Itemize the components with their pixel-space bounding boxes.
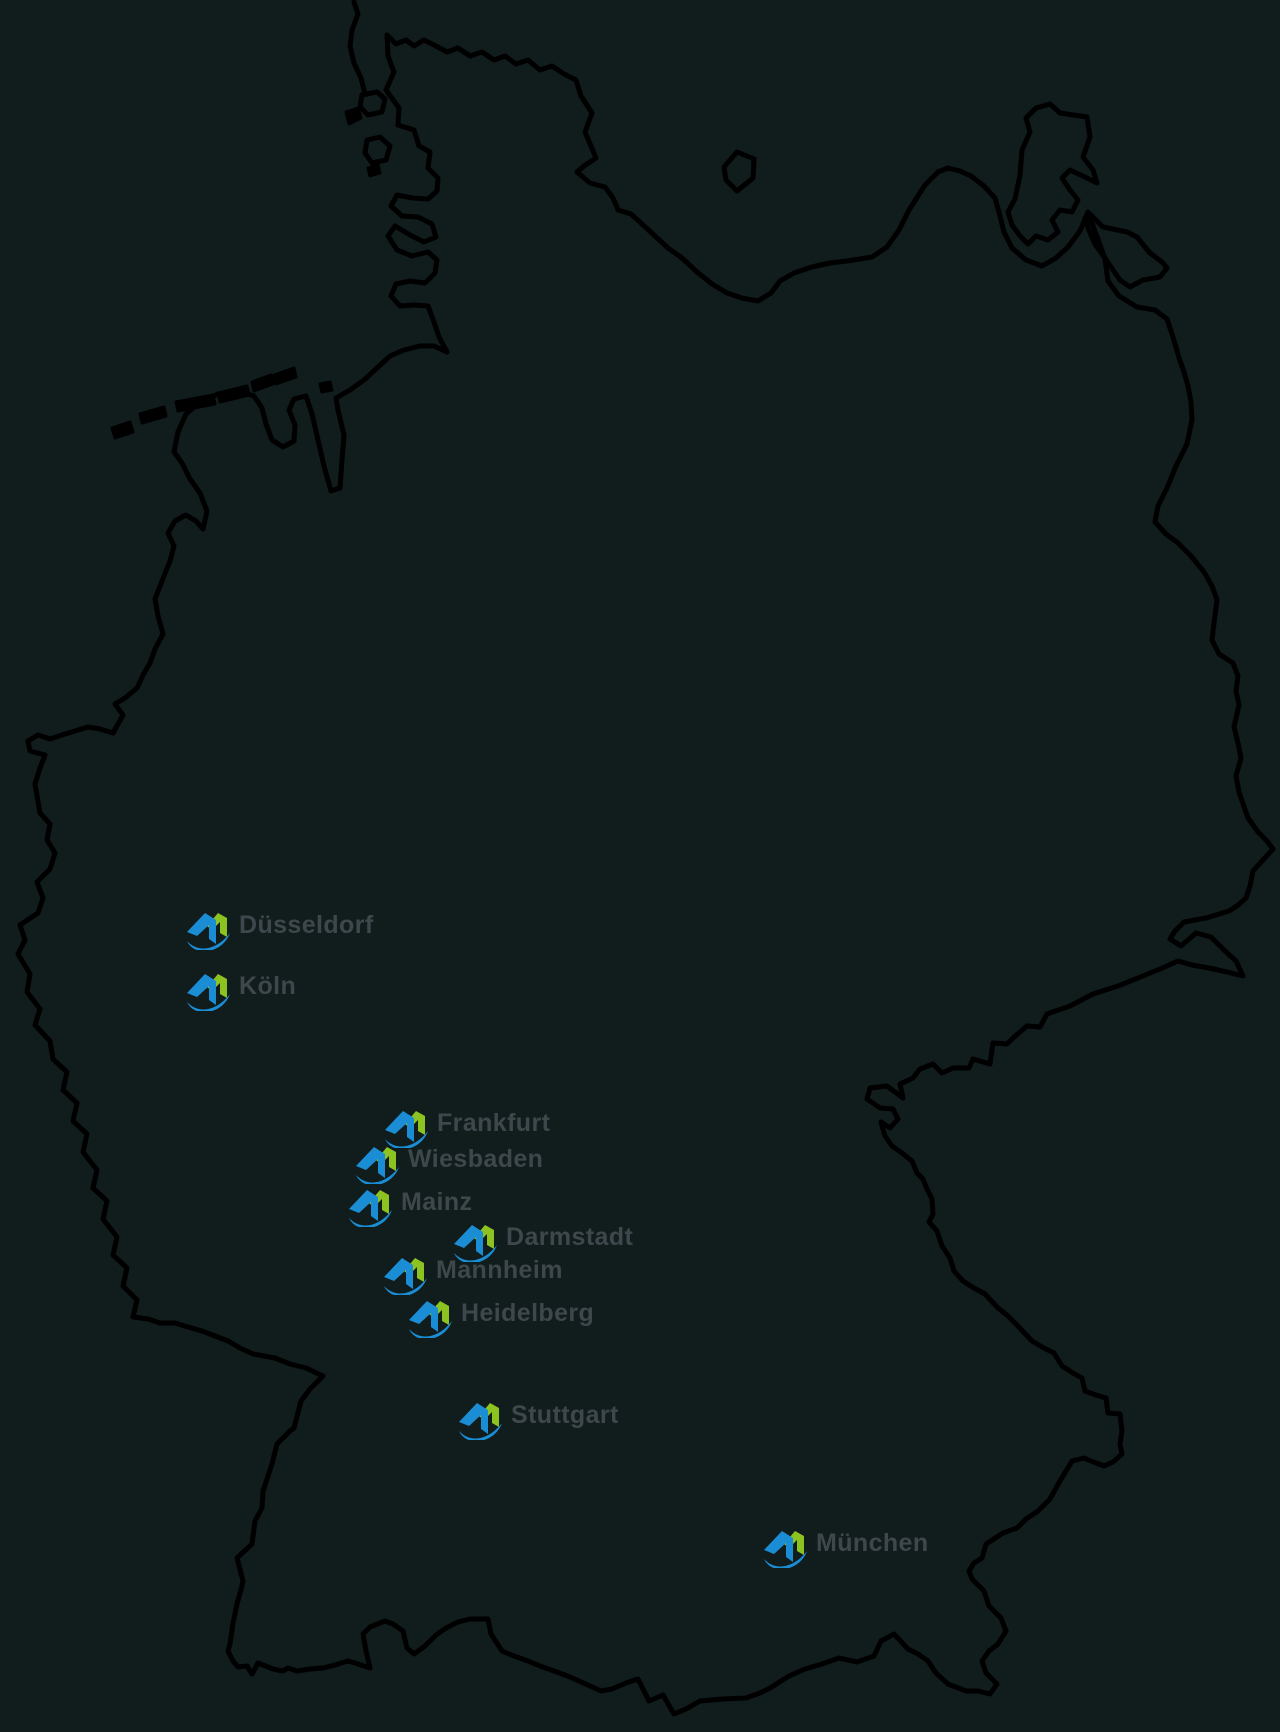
city-marker-label: Frankfurt [437, 1108, 551, 1137]
city-marker-stuttgart[interactable]: Stuttgart [457, 1396, 619, 1440]
logo-green-roof-shape [405, 1111, 425, 1135]
map-border-path [362, 134, 393, 166]
city-marker-munchen[interactable]: München [762, 1524, 929, 1568]
logo-green-roof-shape [207, 974, 227, 998]
map-border-path [138, 405, 168, 425]
map-border-path [1082, 211, 1170, 290]
company-logo-icon [347, 1183, 393, 1227]
map-border-path [216, 384, 251, 404]
map-border-path [347, 0, 368, 97]
logo-swoosh-shape [187, 994, 230, 1011]
company-logo-icon [407, 1294, 453, 1338]
logo-green-roof-shape [474, 1225, 494, 1249]
logo-blue-roof-shape [454, 1225, 483, 1256]
city-marker-label: Mainz [401, 1187, 473, 1216]
map-border-path [344, 106, 363, 126]
city-marker-koln[interactable]: Köln [185, 967, 296, 1011]
company-logo-icon [185, 906, 231, 950]
city-marker-wiesbaden[interactable]: Wiesbaden [354, 1140, 543, 1184]
company-logo-icon [762, 1524, 808, 1568]
company-logo-icon [185, 967, 231, 1011]
logo-swoosh-shape [187, 933, 230, 950]
city-marker-label: Mannheim [436, 1255, 563, 1284]
city-marker-mainz[interactable]: Mainz [347, 1183, 472, 1227]
city-marker-darmstadt[interactable]: Darmstadt [452, 1218, 633, 1262]
logo-green-roof-shape [376, 1147, 396, 1171]
logo-swoosh-shape [385, 1131, 428, 1148]
map-border-path [318, 380, 334, 394]
city-marker-mannheim[interactable]: Mannheim [382, 1251, 563, 1295]
map-border-path [366, 163, 382, 178]
logo-swoosh-shape [384, 1278, 427, 1295]
logo-green-roof-shape [369, 1190, 389, 1214]
company-logo-icon [354, 1140, 400, 1184]
logo-swoosh-shape [356, 1167, 399, 1184]
logo-blue-roof-shape [459, 1403, 488, 1434]
city-marker-label: Düsseldorf [239, 910, 374, 939]
city-marker-label: Wiesbaden [408, 1144, 544, 1173]
logo-blue-roof-shape [187, 974, 216, 1005]
company-logo-icon [383, 1104, 429, 1148]
map-border-path [110, 420, 135, 440]
map-border-path [174, 393, 217, 413]
logo-green-roof-shape [207, 913, 227, 937]
company-logo-icon [452, 1218, 498, 1262]
logo-swoosh-shape [349, 1210, 392, 1227]
city-marker-dusseldorf[interactable]: Düsseldorf [185, 906, 374, 950]
company-logo-icon [382, 1251, 428, 1295]
logo-blue-roof-shape [384, 1258, 413, 1289]
logo-blue-roof-shape [349, 1190, 378, 1221]
logo-green-roof-shape [784, 1531, 804, 1555]
city-marker-label: Köln [239, 971, 297, 1000]
company-logo-icon [457, 1396, 503, 1440]
city-marker-heidelberg[interactable]: Heidelberg [407, 1294, 594, 1338]
map-border-path [721, 149, 757, 194]
city-marker-frankfurt[interactable]: Frankfurt [383, 1104, 550, 1148]
logo-green-roof-shape [429, 1301, 449, 1325]
logo-green-roof-shape [479, 1403, 499, 1427]
logo-blue-roof-shape [356, 1147, 385, 1178]
logo-swoosh-shape [409, 1321, 452, 1338]
logo-blue-roof-shape [764, 1531, 793, 1562]
logo-swoosh-shape [459, 1423, 502, 1440]
city-marker-label: Stuttgart [511, 1400, 619, 1429]
logo-green-roof-shape [404, 1258, 424, 1282]
logo-blue-roof-shape [409, 1301, 438, 1332]
logo-blue-roof-shape [385, 1111, 414, 1142]
logo-blue-roof-shape [187, 913, 216, 944]
city-marker-label: Darmstadt [506, 1222, 634, 1251]
logo-swoosh-shape [764, 1551, 807, 1568]
map-border-path [15, 32, 1276, 1717]
map-border-path [250, 373, 275, 393]
city-marker-label: Heidelberg [461, 1298, 595, 1327]
city-marker-label: München [816, 1528, 929, 1557]
map-border-path [272, 366, 298, 386]
logo-swoosh-shape [454, 1245, 497, 1262]
map-border-path [1005, 101, 1100, 247]
map-border-path [357, 89, 388, 118]
